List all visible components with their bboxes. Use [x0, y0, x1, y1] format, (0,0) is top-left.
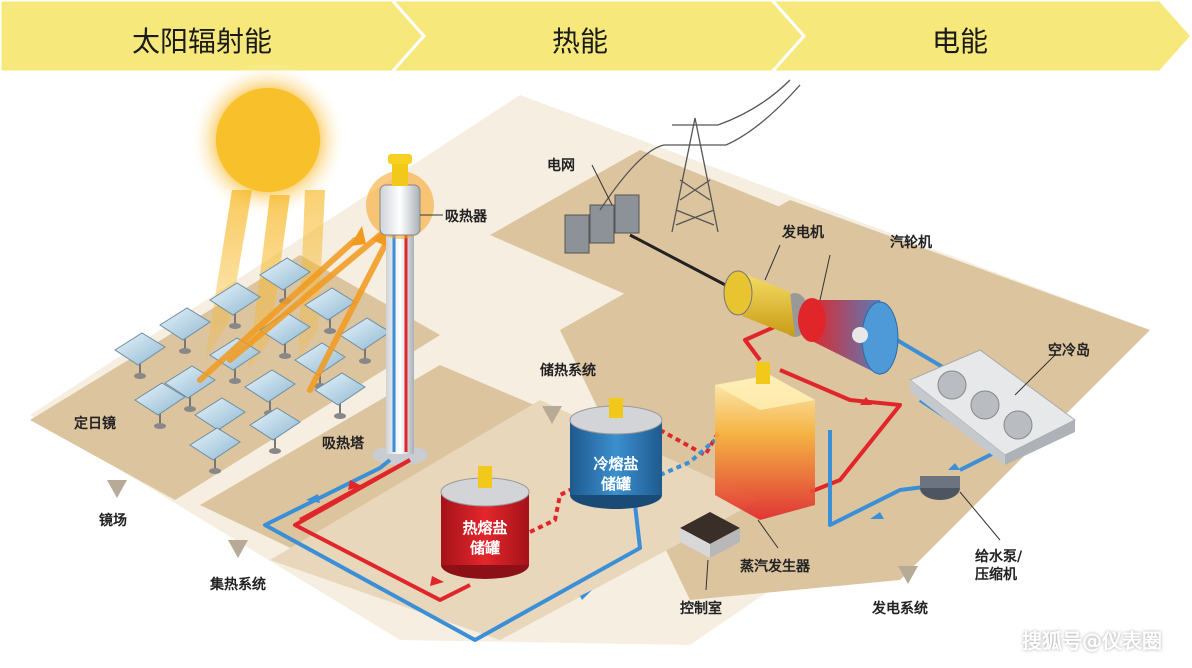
label-steam-generator: 蒸汽发生器 — [740, 559, 810, 575]
transformers — [564, 194, 640, 254]
reflected-beams — [197, 232, 388, 393]
transformer-unit — [614, 194, 640, 234]
label-power-system: 发电系统 — [872, 601, 928, 617]
cold-salt-tank — [569, 398, 663, 509]
watermark: 搜狐号@仪表圈 — [1022, 629, 1162, 653]
label-cold-tank: 冷熔盐 储罐 — [593, 455, 639, 493]
heliostat-mirror — [314, 372, 366, 419]
heliostat-mirror — [339, 317, 391, 364]
heliostat-mirror — [249, 407, 301, 454]
banner-stage-thermal: 热能 — [552, 25, 609, 58]
feed-pump — [920, 476, 960, 500]
shaft — [629, 233, 736, 292]
banner-stage-electric: 电能 — [932, 25, 989, 58]
hot-salt-tank — [440, 466, 530, 579]
label-collector-system: 集热系统 — [210, 577, 266, 593]
label-pump: 给水泵/ 压缩机 — [975, 549, 1023, 583]
label-heat-storage-system: 储热系统 — [540, 363, 596, 379]
label-mirror-field: 镜场 — [99, 513, 127, 529]
heliostat-mirror — [209, 282, 261, 329]
label-turbine: 汽轮机 — [890, 235, 932, 251]
control-room — [680, 512, 740, 558]
label-tower: 吸热塔 — [322, 436, 364, 452]
transmission-tower — [599, 79, 801, 233]
leader-lines — [420, 164, 1056, 591]
transformer-unit — [564, 214, 590, 254]
turbine — [798, 298, 899, 375]
receiver-tower — [366, 154, 434, 465]
label-hot-tank: 热熔盐 储罐 — [462, 519, 508, 557]
label-heliostat: 定日镜 — [74, 416, 116, 432]
label-air-cooling: 空冷岛 — [1048, 343, 1090, 359]
label-receiver: 吸热器 — [445, 209, 487, 225]
sun — [190, 62, 346, 218]
heliostat-mirror — [189, 427, 241, 474]
heliostat-mirror — [114, 332, 166, 379]
label-grid: 电网 — [547, 158, 575, 174]
generator — [723, 270, 809, 337]
section-pointers — [107, 406, 918, 584]
heliostat-mirror — [134, 382, 186, 429]
beam-arrowhead — [350, 226, 366, 246]
label-generator: 发电机 — [782, 225, 824, 241]
banner-stage-solar: 太阳辐射能 — [132, 25, 273, 58]
heliostat-mirror — [159, 307, 211, 354]
flow-arrows — [306, 397, 960, 600]
transformer-unit — [589, 204, 615, 244]
banner — [0, 0, 1192, 74]
steam-generator — [715, 362, 815, 520]
air-cooling-island — [909, 349, 1076, 465]
label-control-room: 控制室 — [680, 601, 722, 617]
